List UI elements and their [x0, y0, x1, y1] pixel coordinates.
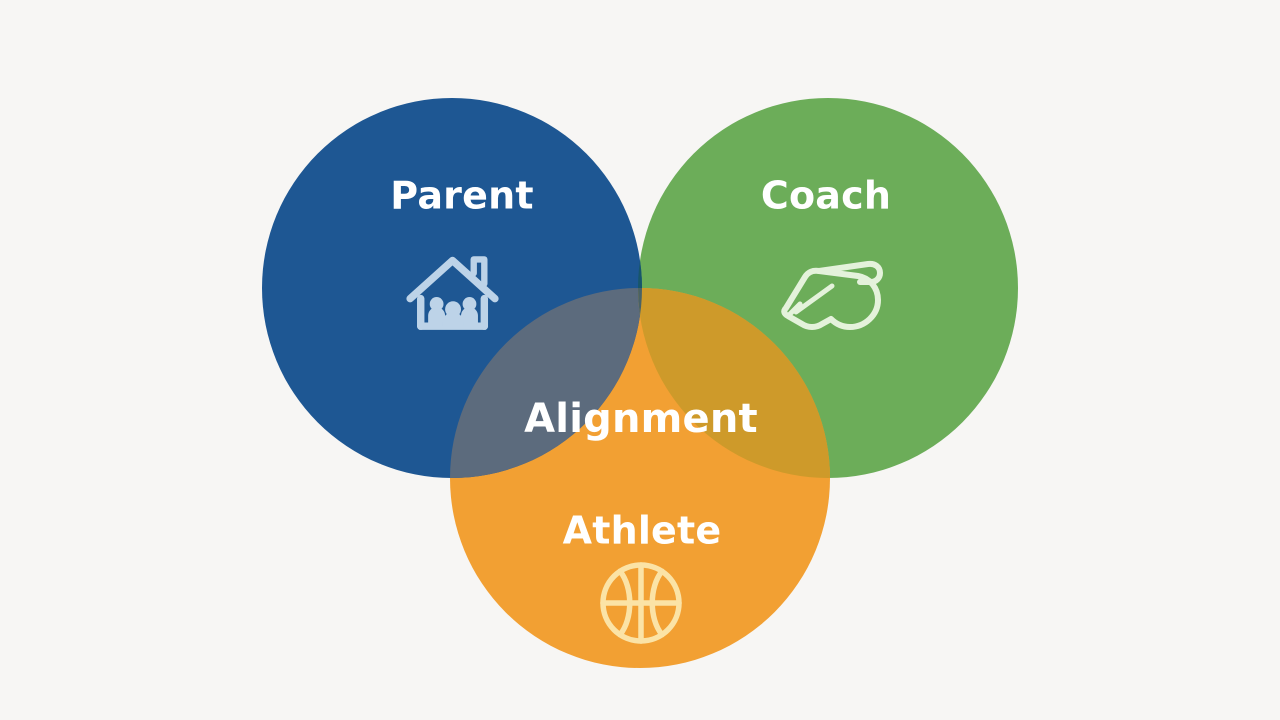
parent-set-content: Parent [390, 174, 534, 330]
house-family-icon [406, 256, 499, 330]
coach-set-content: Coach [761, 174, 891, 330]
venn-overlap-regions [450, 98, 830, 478]
coach-label: Coach [761, 174, 891, 218]
athlete-label: Athlete [563, 509, 722, 553]
overlap-coach-athlete [638, 288, 830, 478]
center-alignment-label: Alignment [524, 396, 758, 442]
parent-label: Parent [390, 174, 533, 218]
basketball-icon [600, 562, 682, 644]
overlap-parent-athlete [450, 288, 642, 478]
athlete-set-content: Athlete [563, 509, 722, 644]
whistle-icon [781, 260, 883, 330]
